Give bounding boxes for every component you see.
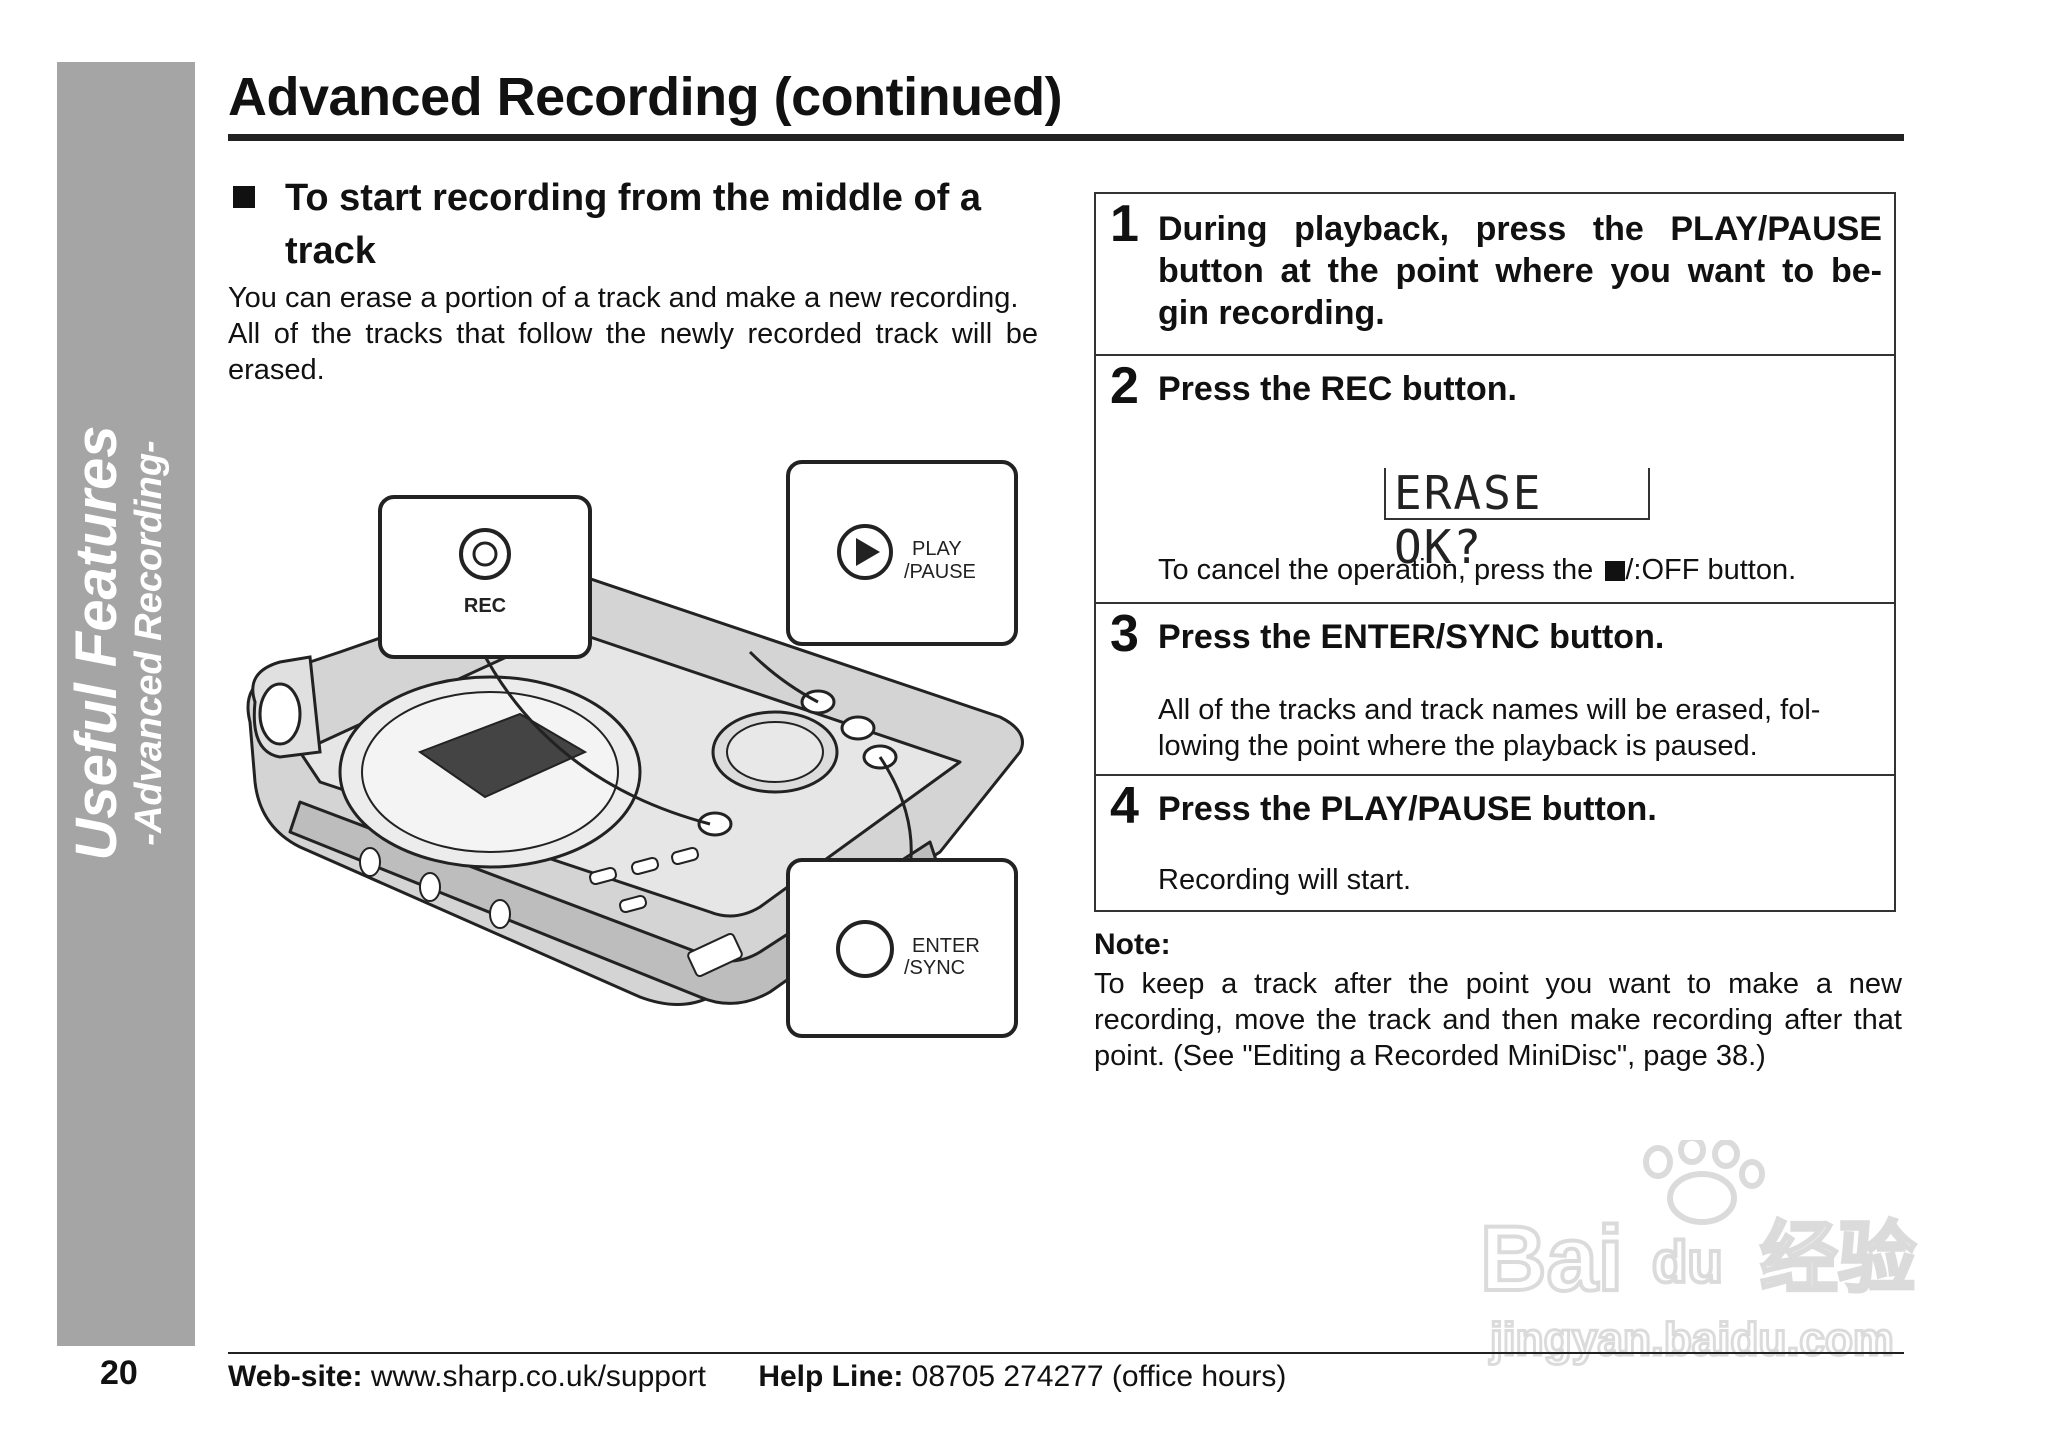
intro-paragraph-1: You can erase a portion of a track and m… xyxy=(228,282,1019,314)
step-3: 3 Press the ENTER/SYNC button. All of th… xyxy=(1096,604,1894,776)
footer: Web-site: www.sharp.co.uk/support Help L… xyxy=(228,1360,1286,1394)
section-bullet-icon xyxy=(233,186,255,208)
step-detail-post: /:OFF button. xyxy=(1625,554,1797,586)
side-tab-text: Useful Features -Advanced Recording- xyxy=(60,131,198,1155)
helpline-label: Help Line: xyxy=(758,1360,904,1393)
step-detail: To cancel the operation, press the /:OFF… xyxy=(1158,552,1882,588)
step-1: 1 During playback, press the PLAY/PAUSE … xyxy=(1096,194,1894,356)
rec-callout-label: REC xyxy=(464,595,506,617)
step-instruction: Press the REC button. xyxy=(1158,370,1517,408)
section-heading: To start recording from the middle of a … xyxy=(285,177,982,272)
step-4: 4 Press the PLAY/PAUSE button. Recording… xyxy=(1096,776,1894,910)
note-title: Note: xyxy=(1094,928,1171,961)
page-number: 20 xyxy=(100,1354,138,1392)
side-tab: Useful Features -Advanced Recording- xyxy=(57,62,195,1346)
play-callout-label-1: PLAY xyxy=(912,538,962,560)
step-instruction: Press the ENTER/SYNC button. xyxy=(1158,618,1665,656)
footer-rule xyxy=(228,1352,1904,1354)
step-detail: All of the tracks and track names will b… xyxy=(1158,694,1821,762)
baidu-watermark-logo: Bai du 经验 jingyan.baidu.com xyxy=(1478,1140,1918,1367)
side-tab-title: Useful Features xyxy=(64,425,129,861)
lcd-display: ERASE OK? xyxy=(1384,466,1650,574)
step-detail: Recording will start. xyxy=(1158,864,1412,896)
svg-text:Bai: Bai xyxy=(1480,1208,1623,1310)
step-number: 3 xyxy=(1110,605,1139,663)
stop-icon xyxy=(1605,561,1626,581)
note-text: To keep a track after the point you want… xyxy=(1094,968,1902,1072)
intro-text: You can erase a portion of a track and m… xyxy=(228,280,1038,388)
header-rule xyxy=(228,134,1904,141)
step-number: 2 xyxy=(1110,357,1139,415)
page-title: Advanced Recording (continued) xyxy=(228,67,1063,127)
website-link[interactable]: www.sharp.co.uk/support xyxy=(370,1360,706,1393)
svg-text:经验: 经验 xyxy=(1760,1214,1916,1304)
enter-callout-label-1: ENTER xyxy=(912,935,980,957)
step-number: 4 xyxy=(1110,777,1139,835)
step-2: 2 Press the REC button. ERASE OK? To can… xyxy=(1096,356,1894,604)
website-label: Web-site: xyxy=(228,1360,363,1393)
minidisc-device-illustration: REC PLAY /PAUSE ENTER /SYNC xyxy=(246,460,1024,1038)
svg-text:du: du xyxy=(1652,1230,1723,1295)
step-number: 1 xyxy=(1110,195,1139,253)
helpline-number: 08705 274277 (office hours) xyxy=(911,1360,1287,1393)
play-callout-label-2: /PAUSE xyxy=(904,561,976,583)
step-detail-pre: To cancel the operation, press the xyxy=(1158,554,1602,586)
side-tab-subtitle: -Advanced Recording- xyxy=(128,440,170,846)
step-instruction: During playback, press the PLAY/PAUSE bu… xyxy=(1158,210,1882,332)
lcd-display-text: ERASE OK? xyxy=(1394,466,1543,574)
step-instruction: Press the PLAY/PAUSE button. xyxy=(1158,790,1657,828)
steps-table: 1 During playback, press the PLAY/PAUSE … xyxy=(1094,192,1896,912)
enter-callout-label-2: /SYNC xyxy=(904,957,965,979)
intro-paragraph-2: All of the tracks that follow the newly … xyxy=(228,318,1038,386)
svg-text:jingyan.baidu.com: jingyan.baidu.com xyxy=(1489,1313,1894,1365)
